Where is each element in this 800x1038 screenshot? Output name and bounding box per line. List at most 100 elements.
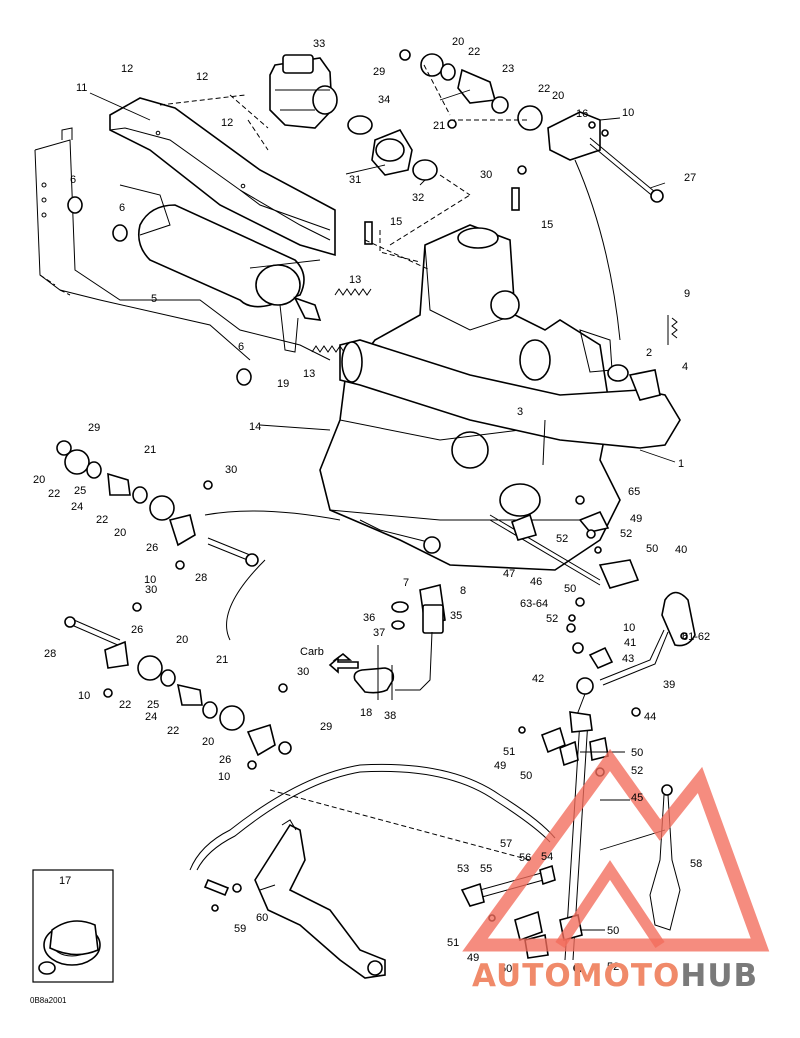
callout-label: 5 xyxy=(151,293,157,305)
callout-label: 29 xyxy=(373,66,385,78)
callout-label: 6 xyxy=(238,341,244,353)
callout-label: 30 xyxy=(480,169,492,181)
carb-direction: Carb xyxy=(300,646,359,674)
callout-label: 49 xyxy=(494,760,506,772)
intake-boot-and-clamps xyxy=(347,115,438,181)
callout-label: 37 xyxy=(373,627,385,639)
callout-label: 22 xyxy=(119,699,131,711)
brake-rod-assembly xyxy=(460,784,681,973)
callout-label: 29 xyxy=(320,721,332,733)
callout-label: 7 xyxy=(403,577,409,589)
callout-label: 30 xyxy=(145,584,157,596)
callout-label: 13 xyxy=(349,274,361,286)
callout-label: 56 xyxy=(519,852,531,864)
watermark-text-gray: HUB xyxy=(680,958,758,994)
callout-label: 23 xyxy=(502,63,514,75)
engine-mount-bracket xyxy=(547,111,664,203)
callout-label: 55 xyxy=(480,863,492,875)
callout-label: 22 xyxy=(48,488,60,500)
callout-label: 31 xyxy=(349,174,361,186)
part-17-inset xyxy=(32,869,114,983)
callout-label: 57 xyxy=(500,838,512,850)
callout-label: 22 xyxy=(167,725,179,737)
callout-label: 10 xyxy=(218,771,230,783)
callout-label: 49 xyxy=(467,952,479,964)
ignition-coil xyxy=(391,584,446,691)
carb-label: Carb xyxy=(300,646,324,658)
leader-lines xyxy=(89,89,676,931)
callout-label: 20 xyxy=(202,736,214,748)
callout-label: 61-62 xyxy=(682,631,710,643)
exhaust-manifold xyxy=(339,339,681,449)
callout-label: 21 xyxy=(216,654,228,666)
callout-label: 27 xyxy=(684,172,696,184)
callout-label: 24 xyxy=(71,501,83,513)
callout-label: 52 xyxy=(620,528,632,540)
callout-label: 53 xyxy=(457,863,469,875)
callout-label: 29 xyxy=(88,422,100,434)
callout-label: 43 xyxy=(622,653,634,665)
callout-label: 26 xyxy=(219,754,231,766)
watermark-triangle xyxy=(462,748,770,952)
callout-label: 6 xyxy=(119,202,125,214)
callout-label: 12 xyxy=(221,117,233,129)
shift-linkage xyxy=(489,495,696,961)
callout-label: 3 xyxy=(517,406,523,418)
callout-label: 12 xyxy=(196,71,208,83)
callout-label: 50 xyxy=(564,583,576,595)
callout-label: 34 xyxy=(378,94,390,106)
callout-label: 19 xyxy=(277,378,289,390)
springs xyxy=(311,288,678,353)
callout-label: 8 xyxy=(460,585,466,597)
callout-labels: 33 20 22 29 23 22 20 12 12 11 34 16 10 2… xyxy=(33,36,710,975)
callout-label: 28 xyxy=(44,648,56,660)
callout-label: 16 xyxy=(576,108,588,120)
watermark-text: AUTOMOTOHUB xyxy=(472,958,758,994)
callout-label: 2 xyxy=(646,347,652,359)
rear-mount-assembly-upper xyxy=(56,440,259,570)
callout-label: 9 xyxy=(684,288,690,300)
callout-label: 50 xyxy=(631,747,643,759)
callout-label: 50 xyxy=(500,963,512,975)
callout-label: 17 xyxy=(59,875,71,887)
rubber-mounts xyxy=(67,196,252,386)
callout-label: 36 xyxy=(363,612,375,624)
callout-label: 22 xyxy=(538,83,550,95)
callout-label: 41 xyxy=(624,637,636,649)
callout-label: 47 xyxy=(503,568,515,580)
callout-label: 46 xyxy=(530,576,542,588)
callout-label: 40 xyxy=(675,544,687,556)
callout-label: 52 xyxy=(631,765,643,777)
callout-label: 20 xyxy=(33,474,45,486)
callout-label: 26 xyxy=(131,624,143,636)
frame-chassis xyxy=(34,127,331,361)
callout-label: 65 xyxy=(628,486,640,498)
upper-cylinder-spacers xyxy=(399,49,543,131)
callout-label: 28 xyxy=(195,572,207,584)
callout-label: 10 xyxy=(623,622,635,634)
callout-label: 20 xyxy=(452,36,464,48)
carb-cable-link xyxy=(332,645,395,700)
callout-label: 1 xyxy=(678,458,684,470)
callout-label: 42 xyxy=(532,673,544,685)
callout-label: 52 xyxy=(607,961,619,973)
callout-label: 30 xyxy=(225,464,237,476)
callout-label: 15 xyxy=(541,219,553,231)
callout-label: 25 xyxy=(74,485,86,497)
callout-label: 33 xyxy=(313,38,325,50)
callout-label: 49 xyxy=(630,513,642,525)
callout-label: 14 xyxy=(249,421,261,433)
callout-label: 50 xyxy=(646,543,658,555)
callout-label: 13 xyxy=(303,368,315,380)
callout-label: 52 xyxy=(556,533,568,545)
callout-label: 22 xyxy=(96,514,108,526)
callout-label: 10 xyxy=(622,107,634,119)
callout-label: 22 xyxy=(468,46,480,58)
callout-label: 6 xyxy=(70,174,76,186)
throttle-cable xyxy=(189,763,556,897)
muffler xyxy=(119,184,322,353)
callout-label: 39 xyxy=(663,679,675,691)
callout-label: 38 xyxy=(384,710,396,722)
watermark-text-orange: AUTOMOTO xyxy=(472,958,680,994)
